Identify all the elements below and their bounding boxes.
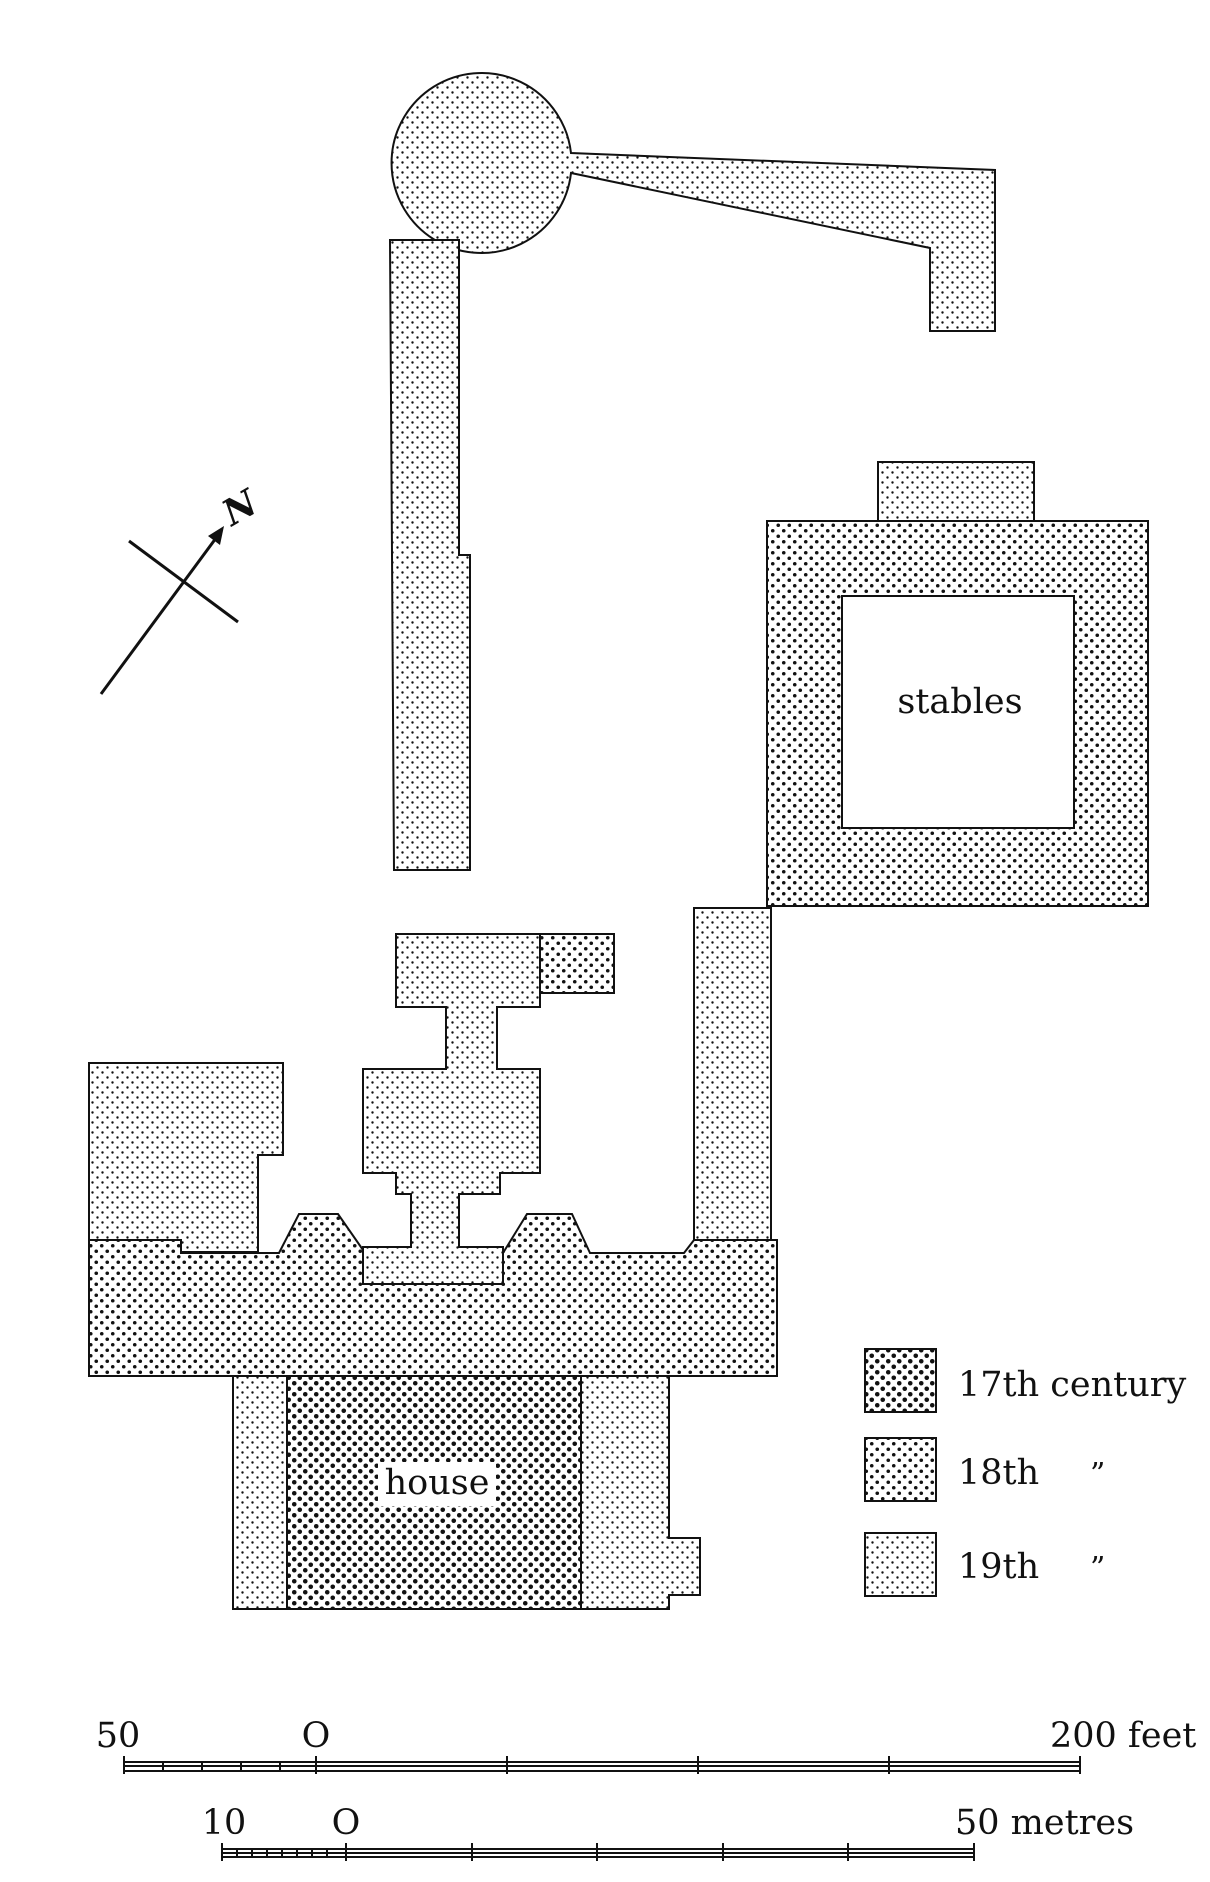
feet-scale-right: 200 feet	[1050, 1716, 1196, 1756]
legend-label-18th: 18th	[958, 1453, 1039, 1493]
house-east-flank	[580, 1375, 701, 1610]
stables-annex	[877, 461, 1035, 524]
feet-scale-zero: O	[302, 1716, 331, 1756]
feet-scale-left: 50	[96, 1716, 141, 1756]
legend-ditto-19th: ”	[1090, 1551, 1105, 1586]
house-label: house	[385, 1463, 490, 1503]
connecting-wing	[693, 907, 772, 1241]
forecourt-drive	[390, 72, 996, 332]
legend-label-19th: 19th	[958, 1547, 1039, 1587]
northwest-block	[88, 1062, 284, 1253]
house-west-flank	[232, 1375, 288, 1610]
metres-scale-zero: O	[332, 1803, 361, 1843]
legend-label-17th: 17th century	[958, 1365, 1186, 1405]
metres-scale: 10 O 50 metres	[202, 1803, 1134, 1861]
north-arrow	[99, 533, 239, 695]
house-label-bg	[378, 1462, 496, 1506]
legend-ditto-18th: ”	[1090, 1457, 1105, 1492]
metres-scale-right: 50 metres	[955, 1803, 1134, 1843]
north-label: N	[214, 481, 266, 535]
legend-swatch-17th	[864, 1348, 937, 1413]
stables-label: stables	[897, 682, 1022, 722]
legend: 17th century 18th ” 19th ”	[864, 1348, 1186, 1597]
legend-swatch-18th	[864, 1437, 937, 1502]
stables-block	[766, 520, 1149, 907]
legend-swatch-19th	[864, 1532, 937, 1597]
north-arrow-head-icon	[208, 526, 224, 545]
central-wing	[362, 933, 541, 1285]
long-range	[388, 239, 471, 871]
main-range	[88, 1213, 778, 1377]
feet-scale: 50 O 200 feet	[96, 1716, 1196, 1774]
metres-scale-left: 10	[202, 1803, 247, 1843]
north-corner-block	[539, 933, 615, 994]
